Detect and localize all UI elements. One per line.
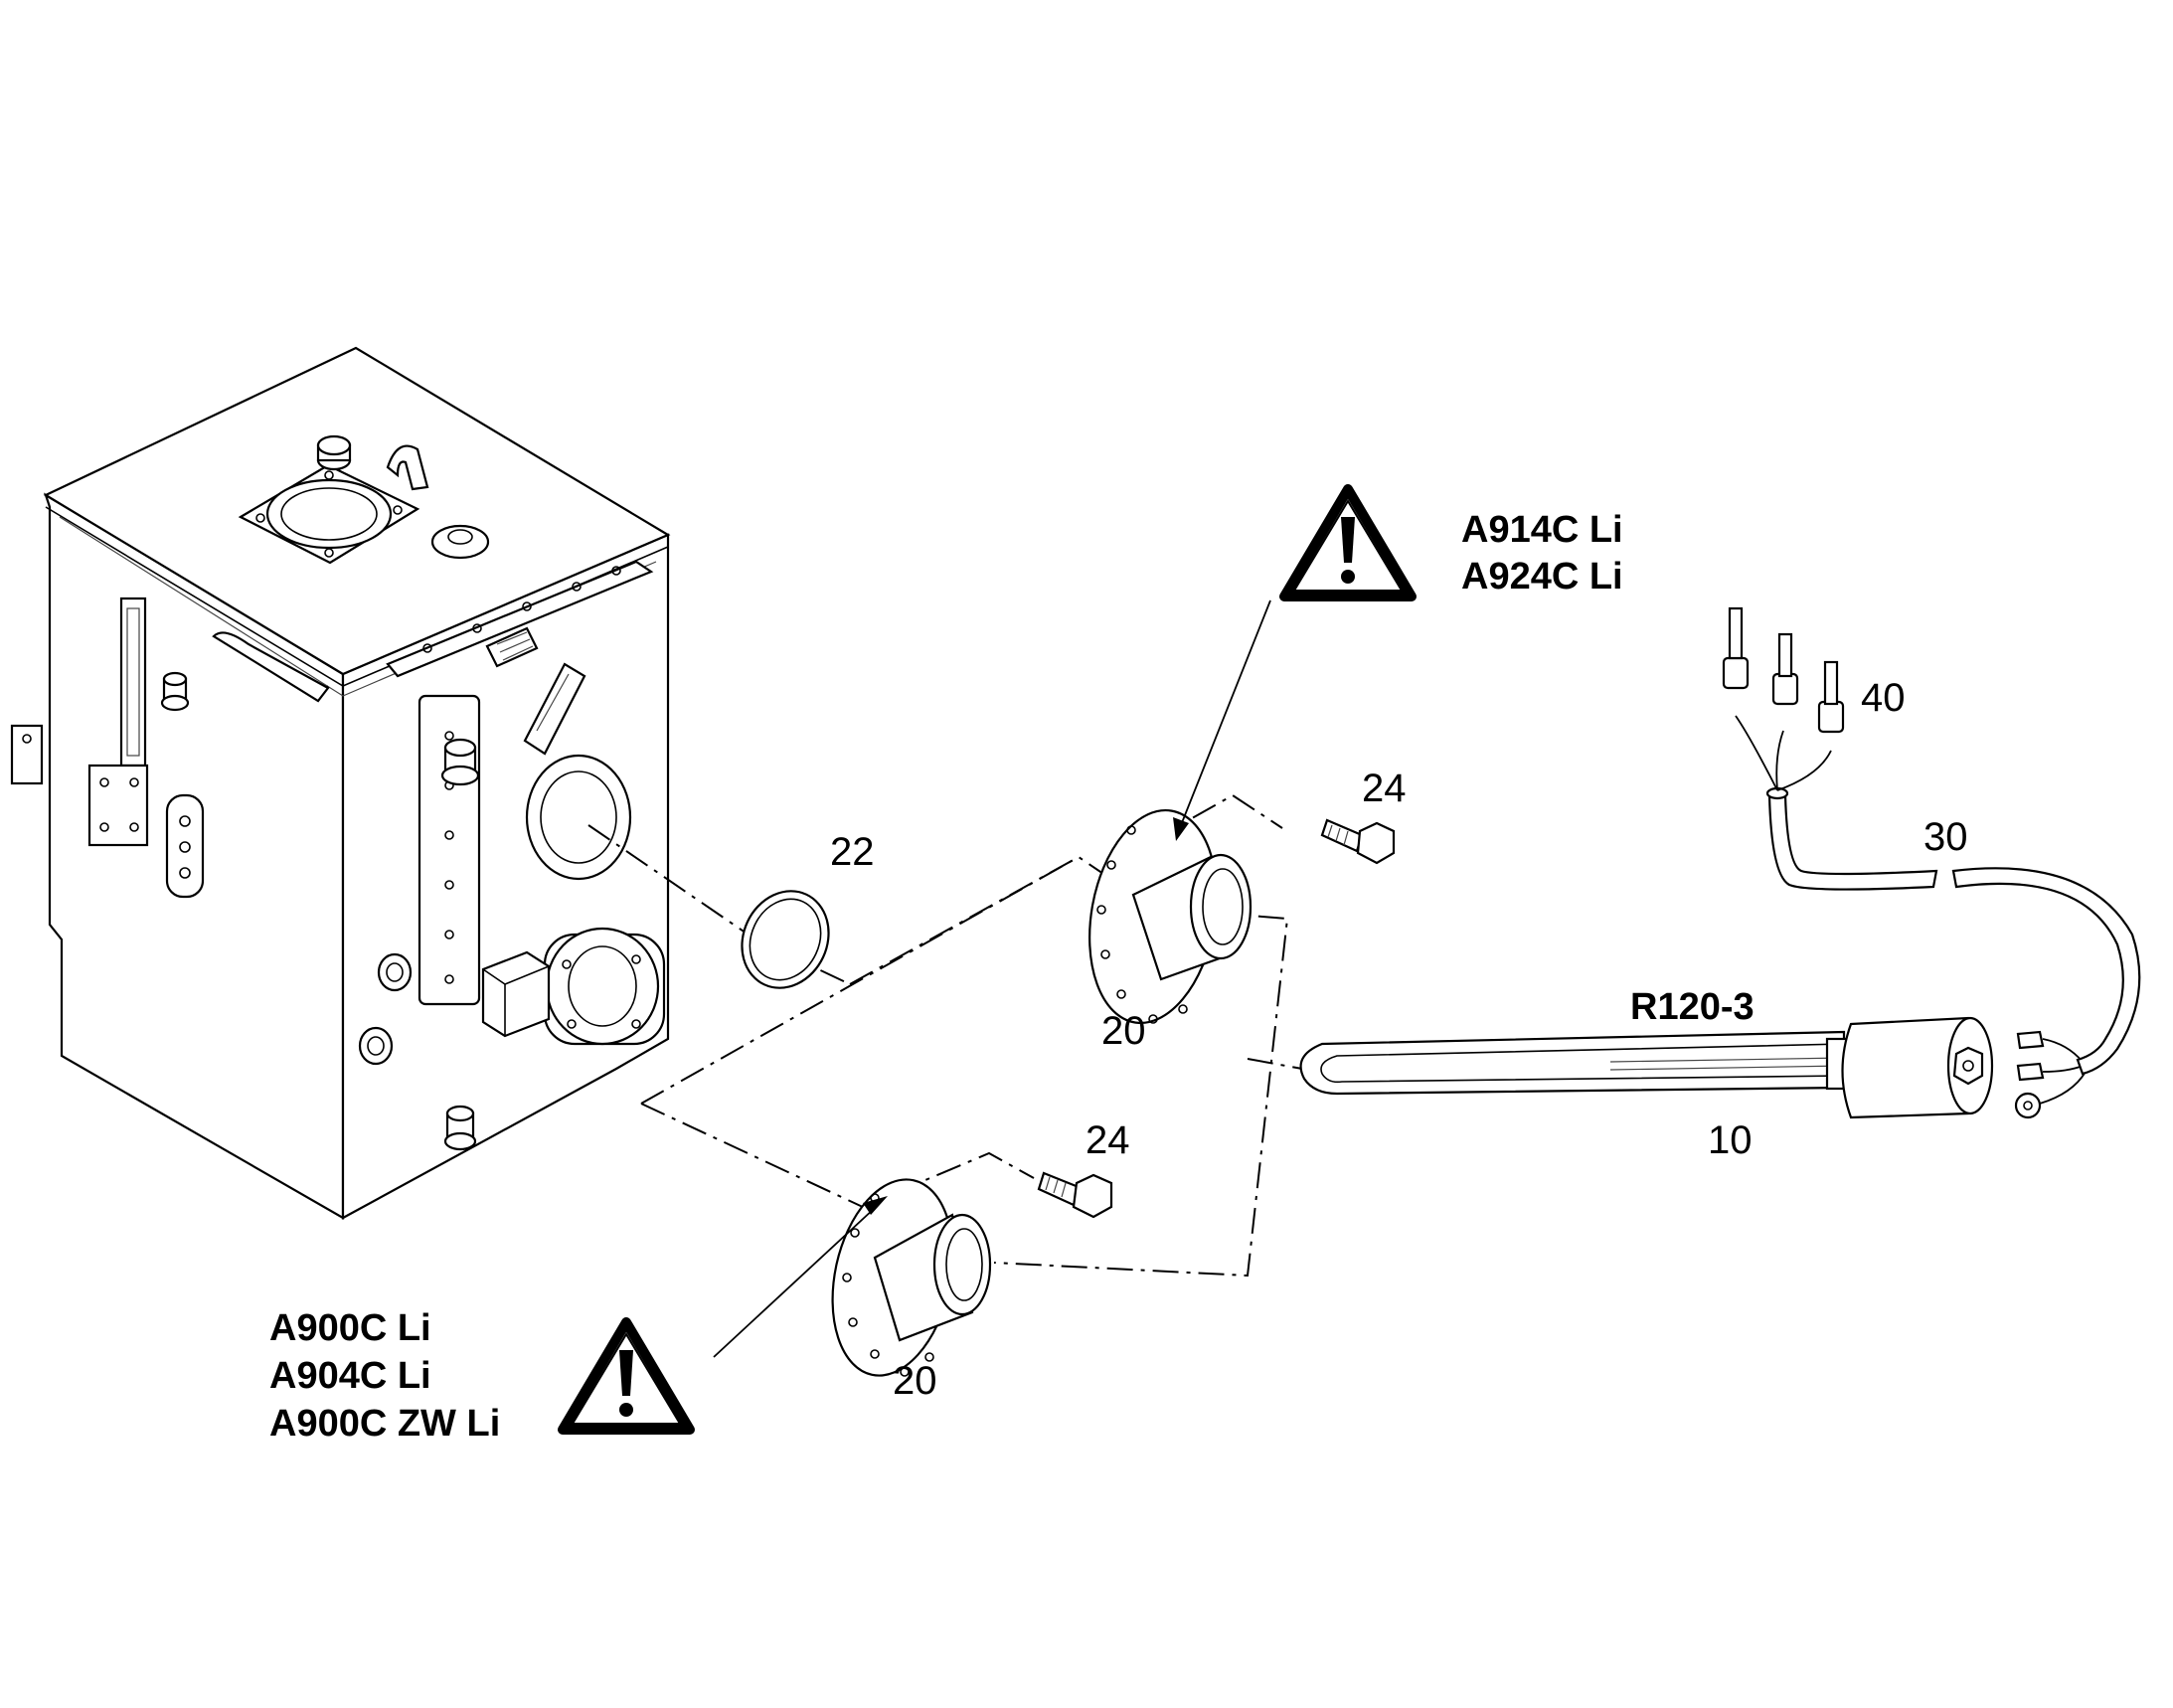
callout-24-lower: 24: [1086, 1118, 1130, 1162]
callout-22: 22: [830, 830, 875, 874]
leader-lines: [713, 599, 1271, 1358]
top-handle: [386, 444, 429, 491]
callout-40: 40: [1861, 676, 1906, 720]
heating-element: [1299, 1016, 1994, 1119]
tank-assembly: [10, 346, 671, 1220]
bolt-upper: [1320, 818, 1396, 865]
cube-block: [481, 950, 551, 1038]
left-fitting: [160, 671, 190, 712]
warning-upper-model-2: A924C Li: [1461, 556, 1623, 598]
drain-fittings: [358, 952, 477, 1151]
heater-flange-lower: [831, 1178, 992, 1377]
warning-triangle-icon: [1279, 484, 1417, 601]
heater-reference-label: R120-3: [1630, 986, 1755, 1028]
heater-flange-upper: [1088, 808, 1253, 1025]
warning-triangle-icon: [558, 1317, 695, 1435]
top-port-small: [430, 524, 490, 560]
warning-lower-model-3: A900C ZW Li: [269, 1403, 500, 1445]
side-box: [10, 724, 44, 785]
callout-20-upper: 20: [1101, 1009, 1146, 1053]
warning-lower-model-2: A904C Li: [269, 1355, 431, 1397]
right-face-details: [358, 662, 666, 1151]
heater-boss: [543, 927, 666, 1046]
left-face-details: [10, 597, 205, 899]
callout-30: 30: [1923, 815, 1968, 859]
o-ring: [741, 890, 830, 989]
power-cable: [1765, 786, 2141, 1076]
warning-lower-model-1: A900C Li: [269, 1307, 431, 1349]
ferrule-set: [1722, 606, 1845, 791]
warning-upper-model-1: A914C Li: [1461, 509, 1623, 551]
callout-20-lower: 20: [893, 1359, 937, 1403]
top-port-cap: [316, 434, 352, 471]
slotted-plate: [523, 662, 586, 756]
top-flange-large: [238, 463, 420, 565]
callout-10: 10: [1708, 1118, 1753, 1162]
side-flange: [525, 754, 632, 881]
right-fitting-upper: [440, 738, 480, 786]
bolt-lower: [1037, 1171, 1113, 1219]
mounting-rail: [212, 560, 654, 703]
connector-block: [485, 626, 539, 668]
callout-24-upper: 24: [1362, 767, 1407, 810]
terminal-connectors: [2014, 1030, 2087, 1119]
